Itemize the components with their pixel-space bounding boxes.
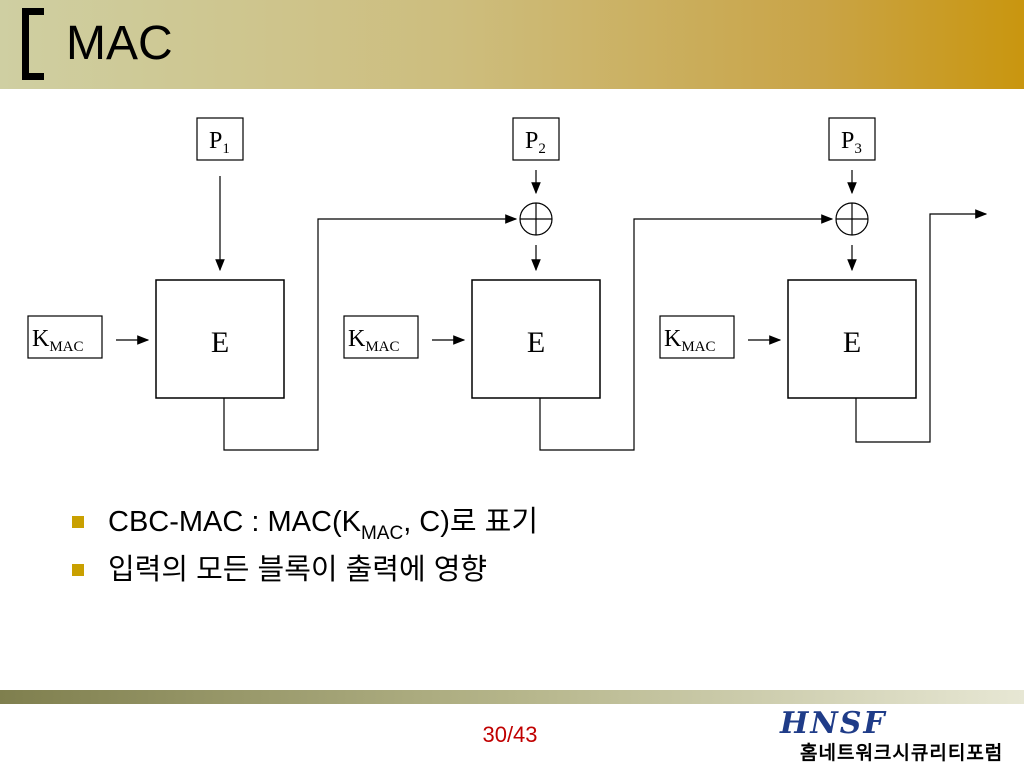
chain-arrow: [223, 214, 518, 451]
bullet-text-post: , C)로 표기: [403, 506, 538, 538]
key-label: KMAC: [664, 326, 716, 355]
bullet-item: 입력의 모든 블록이 출력에 영향: [72, 548, 538, 592]
plaintext-box: [512, 117, 560, 161]
hnsf-logo: HNSF 홈네트워크시큐리티포럼: [776, 706, 1016, 764]
block-cipher-label: E: [843, 326, 861, 359]
bullet-list: CBC-MAC : MAC(KMAC, C)로 표기 입력의 모든 블록이 출력…: [72, 500, 538, 592]
key-label: KMAC: [348, 326, 400, 355]
bullet-square-icon: [72, 564, 84, 576]
bullet-square-icon: [72, 516, 84, 528]
title-bar: [0, 0, 1024, 89]
footer-bar: [0, 690, 1024, 704]
mac-output-arrow: [855, 209, 988, 443]
bullet-item: CBC-MAC : MAC(KMAC, C)로 표기: [72, 500, 538, 548]
key-box: [27, 315, 103, 359]
logo-mark: HNSF: [780, 706, 887, 741]
title-bracket-icon: [22, 8, 44, 80]
block-cipher-box: [471, 279, 601, 399]
block-cipher-label: E: [211, 326, 229, 359]
plaintext-label: P2: [525, 128, 546, 157]
chain-arrow: [539, 214, 834, 451]
block-cipher-label: E: [527, 326, 545, 359]
block-cipher-box: [787, 279, 917, 399]
bullet-text-pre: CBC-MAC : MAC(K: [108, 506, 361, 538]
plaintext-label: P1: [209, 128, 230, 157]
key-box: [659, 315, 735, 359]
key-label: KMAC: [32, 326, 84, 355]
plaintext-box: [196, 117, 244, 161]
bullet-text-subscript: MAC: [360, 523, 404, 544]
block-cipher-box: [155, 279, 285, 399]
page-number: 30/43: [482, 722, 538, 747]
plaintext-box: [828, 117, 876, 161]
bullet-text: 입력의 모든 블록이 출력에 영향: [108, 554, 488, 586]
logo-name: 홈네트워크시큐리티포럼: [800, 743, 1004, 764]
slide-title: MAC: [66, 17, 173, 70]
plaintext-label: P3: [841, 128, 862, 157]
key-box: [343, 315, 419, 359]
